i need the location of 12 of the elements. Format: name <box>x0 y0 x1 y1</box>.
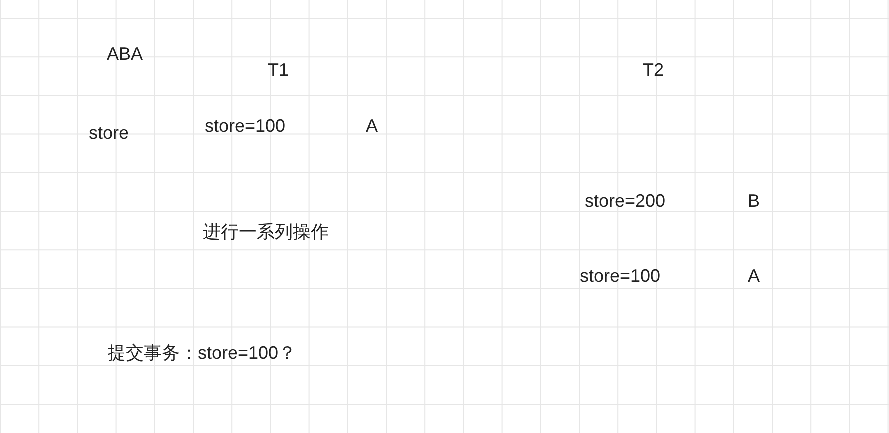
note-text: store <box>89 122 130 144</box>
note-text: B <box>748 190 760 212</box>
note-text: 提交事务：store=100？ <box>108 342 297 364</box>
note-text: T2 <box>643 59 664 81</box>
note-text: T1 <box>268 59 290 81</box>
note-text: A <box>366 115 378 137</box>
note-text: store=100 <box>580 265 661 287</box>
note-text: A <box>748 265 760 287</box>
note-text: 进行一系列操作 <box>203 221 329 243</box>
note-text: store=100 <box>205 115 286 137</box>
note-text: store=200 <box>585 190 666 212</box>
note-text: ABA <box>107 43 144 65</box>
